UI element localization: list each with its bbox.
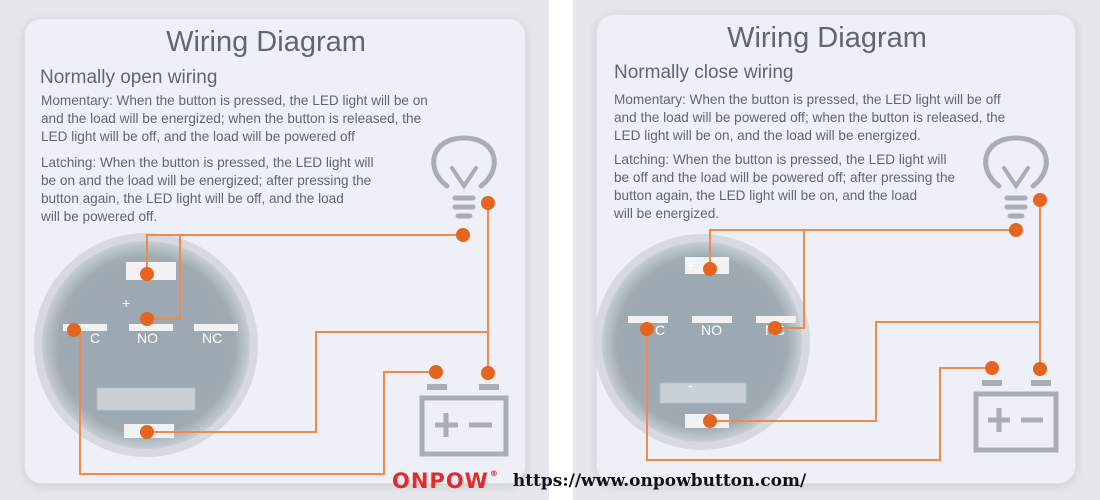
right-label-plus: + [687, 257, 695, 273]
left-latching-text: Latching: When the button is pressed, th… [41, 155, 374, 224]
onpow-logo: ONPOW® [392, 469, 499, 493]
left-terminal-no [129, 324, 173, 331]
right-subtitle: Normally close wiring [614, 62, 794, 83]
right-terminal-no [692, 316, 732, 323]
left-momentary-text: Momentary: When the button is pressed, t… [41, 93, 428, 144]
left-button-body: + C NO NC - [34, 233, 258, 457]
left-label-plus: + [122, 295, 130, 311]
left-terminal-nc [194, 324, 238, 331]
right-label-c: C [655, 322, 665, 338]
left-bulb-icon [431, 135, 497, 219]
right-momentary-text: Momentary: When the button is pressed, t… [614, 92, 1006, 143]
footer: ONPOW® https://www.onpowbutton.com/ [392, 468, 806, 494]
right-label-minus: - [688, 377, 693, 393]
right-battery-icon [973, 380, 1059, 453]
right-button-body: + C NO NC - [594, 234, 810, 450]
right-terminal-c [628, 316, 668, 323]
left-battery-icon [419, 384, 509, 457]
left-connection-dots [67, 196, 495, 439]
left-label-minus: - [125, 423, 130, 439]
right-connection-dots [640, 193, 1047, 428]
left-subtitle: Normally open wiring [40, 67, 218, 88]
left-label-c: C [90, 330, 100, 346]
left-label-nc: NC [202, 330, 222, 346]
right-wires [646, 200, 1041, 461]
website-link[interactable]: https://www.onpowbutton.com/ [512, 471, 807, 491]
left-title: Wiring Diagram [166, 26, 366, 58]
right-terminal-nc [756, 316, 796, 323]
right-title: Wiring Diagram [727, 22, 927, 54]
right-latching-text: Latching: When the button is pressed, th… [614, 152, 956, 221]
right-label-no: NO [701, 322, 722, 338]
left-label-no: NO [137, 330, 158, 346]
left-terminal-c [63, 324, 107, 331]
right-bulb-icon [983, 135, 1049, 219]
